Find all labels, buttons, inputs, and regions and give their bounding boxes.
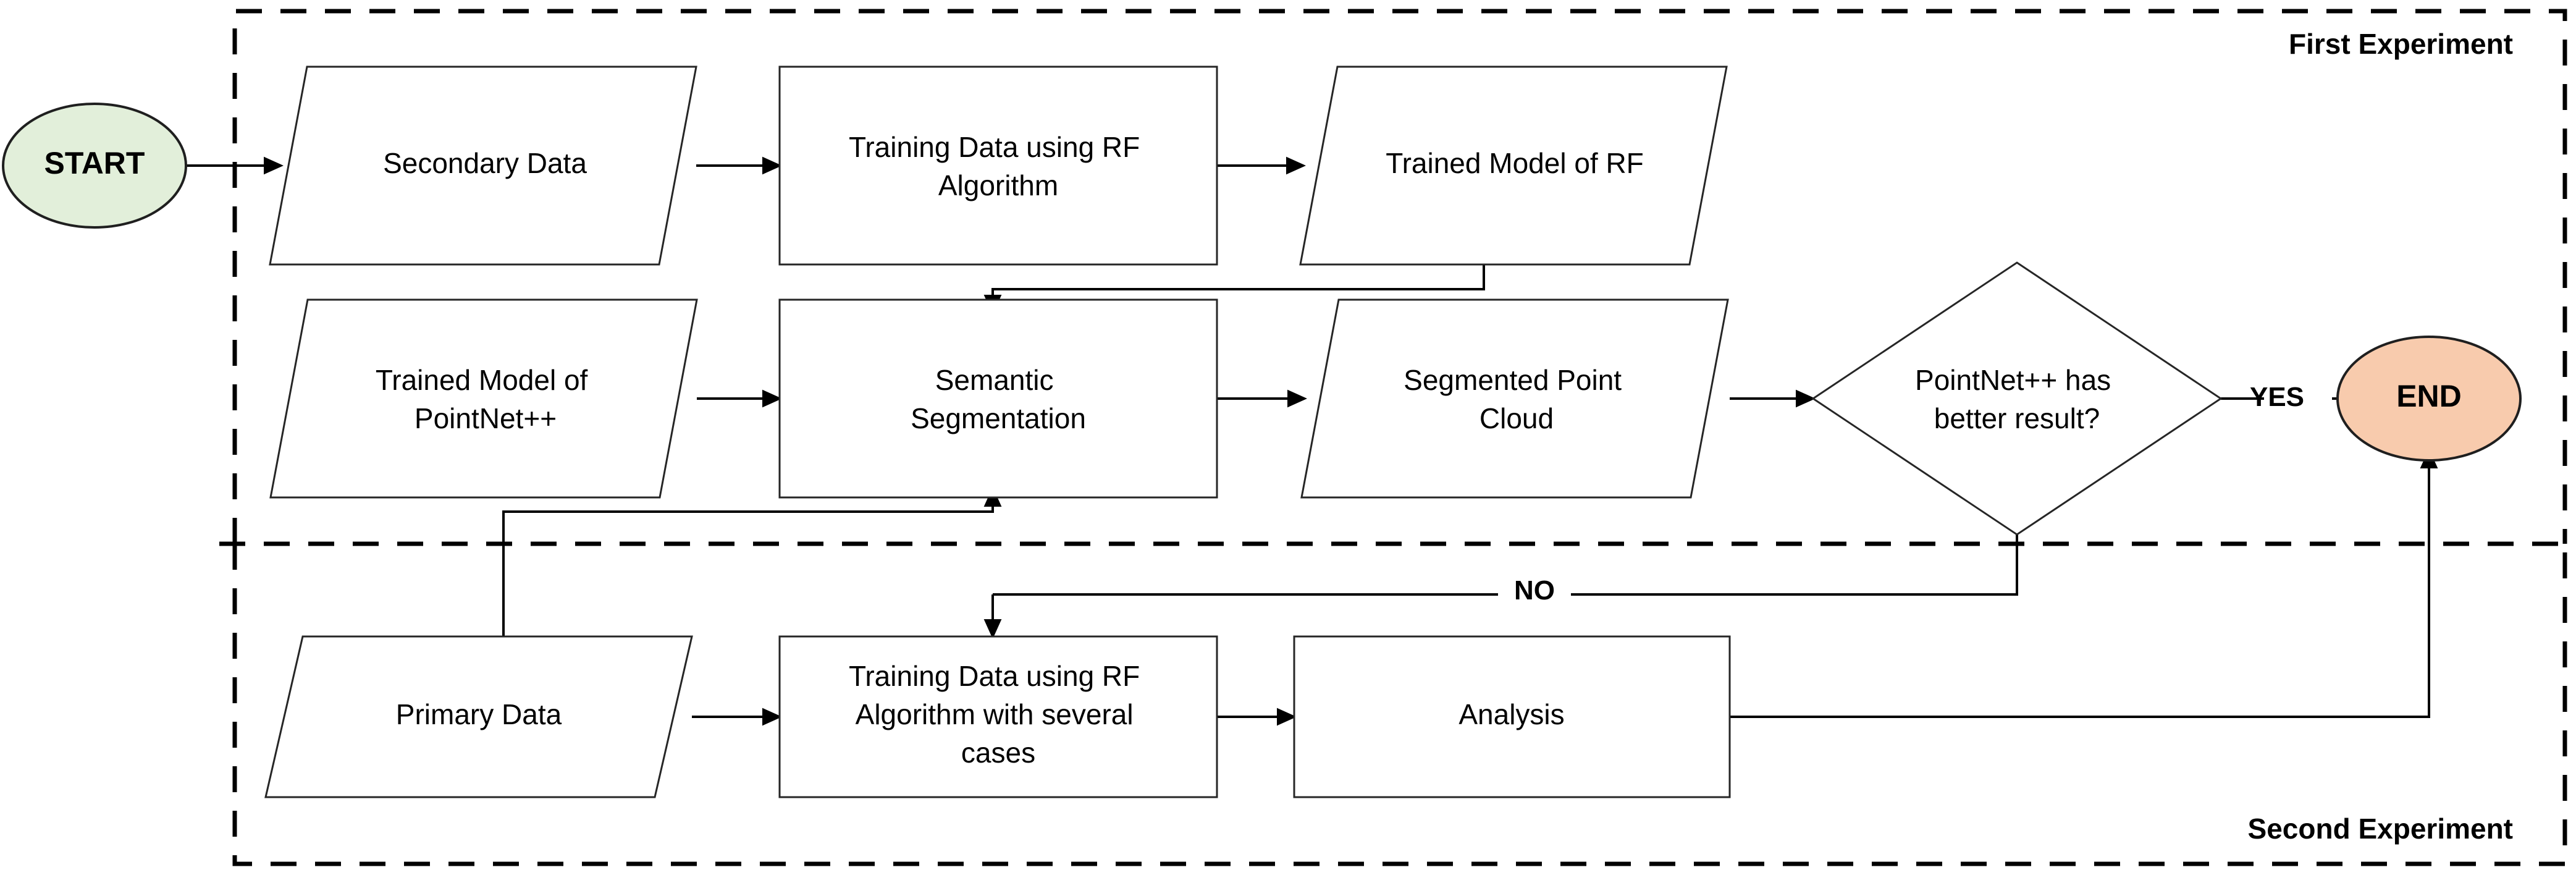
- second-experiment-boundary: [232, 544, 2567, 866]
- node-trained-model-rf-label: Trained Model of RF: [1386, 147, 1644, 179]
- edge-primary-to-semseg: [502, 487, 1002, 638]
- node-segmented-point-cloud-label: Segmented Point Cloud: [1404, 364, 1630, 434]
- node-training-data-rf-label: Training Data using RF Algorithm: [849, 131, 1148, 201]
- node-trained-model-pointnet[interactable]: [269, 298, 698, 499]
- edge-label-yes: YES: [2250, 382, 2304, 412]
- node-training-data-rf-several[interactable]: [778, 635, 1218, 798]
- node-training-data-rf[interactable]: [778, 66, 1218, 266]
- group-label-second-experiment: Second Experiment: [2248, 813, 2513, 845]
- node-semantic-segmentation-label: Semantic Segmentation: [911, 364, 1086, 434]
- node-end-label: END: [2396, 379, 2462, 413]
- node-end[interactable]: [2336, 336, 2522, 462]
- node-trained-model-pointnet-label: Trained Model of PointNet++: [376, 364, 596, 434]
- node-analysis-label: Analysis: [1458, 698, 1564, 730]
- node-analysis[interactable]: [1293, 635, 1731, 798]
- node-secondary-data-label: Secondary Data: [383, 147, 587, 179]
- node-semantic-segmentation[interactable]: [778, 298, 1218, 499]
- node-start[interactable]: [2, 103, 187, 229]
- group-label-first-experiment: First Experiment: [2289, 28, 2513, 60]
- node-segmented-point-cloud[interactable]: [1300, 298, 1729, 499]
- node-decision-label: PointNet++ has better result?: [1915, 364, 2119, 434]
- edge-analysis-to-end: [1730, 449, 2438, 718]
- node-training-data-rf-several-label: Training Data using RF Algorithm with se…: [849, 660, 1148, 769]
- node-secondary-data[interactable]: [269, 66, 697, 266]
- first-experiment-boundary: [232, 9, 2567, 544]
- edge-label-no-backdrop: [1498, 573, 1571, 614]
- edge-label-no: NO: [1514, 575, 1555, 606]
- node-decision-pointnet-better[interactable]: [1811, 261, 2223, 536]
- node-trained-model-rf[interactable]: [1299, 66, 1728, 266]
- node-primary-data[interactable]: [264, 635, 693, 798]
- node-start-label: START: [44, 146, 145, 180]
- node-primary-data-label: Primary Data: [396, 698, 562, 730]
